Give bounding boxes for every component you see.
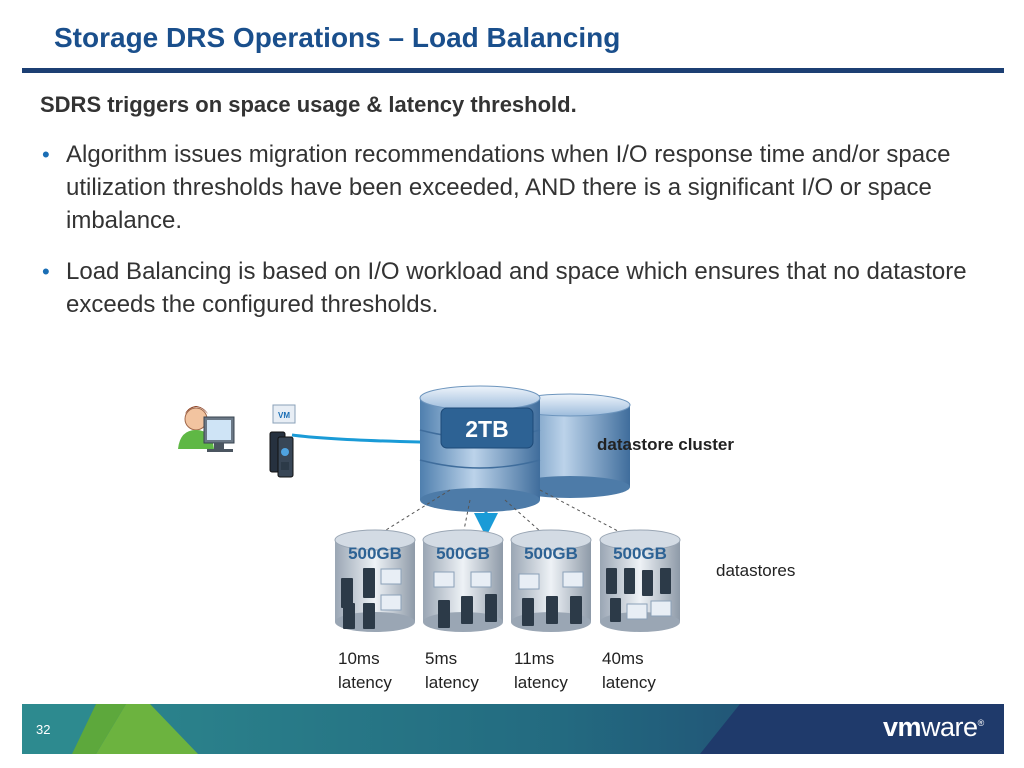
footer-band [22,704,1004,754]
bullet-marker: • [42,259,50,284]
slide-subheading: SDRS triggers on space usage & latency t… [40,92,577,117]
vmware-logo: vmware® [883,712,984,743]
latency-word: latency [338,673,392,692]
latency-value: 5ms [425,649,458,668]
datastore-cluster-icon: 2TB [419,385,631,512]
datastore-disk-2: 500GB [422,529,504,632]
page-number: 32 [36,722,51,737]
datastore-capacity: 500GB [524,544,578,563]
datastore-capacity: 500GB [613,544,667,563]
cluster-capacity: 2TB [465,416,508,442]
latency-value: 40ms [602,649,644,668]
title-divider [22,68,1004,73]
slide-title: Storage DRS Operations – Load Balancing [54,22,621,53]
latency-value: 11ms [514,649,555,668]
bullet-text: Algorithm issues migration recommendatio… [66,141,951,234]
latency-word: latency [514,673,568,692]
datastore-capacity: 500GB [436,544,490,563]
computer-monitor-icon [203,416,235,452]
datastore-disk-4: 500GB [599,529,681,632]
latency-value: 10ms [338,649,380,668]
vm-badge-label: VM [278,411,290,420]
datastore-disk-3: 500GB [510,529,592,632]
datastore-disk-1: 500GB [334,529,416,632]
bullet-text: Load Balancing is based on I/O workload … [66,258,967,318]
datastores-label: datastores [716,561,796,580]
latency-label: 5ms latency [425,647,479,695]
bullet-item: • Load Balancing is based on I/O workloa… [42,255,992,321]
bullet-item: • Algorithm issues migration recommendat… [42,138,992,237]
vm-badge-icon: VM [272,404,296,424]
vm-server-icon [269,431,294,478]
latency-label: 11ms latency [514,647,568,695]
datastore-capacity: 500GB [348,544,402,563]
logo-rest: ware [921,712,978,742]
latency-word: latency [602,673,656,692]
bullet-marker: • [42,142,50,167]
latency-word: latency [425,673,479,692]
logo-mark: ® [977,718,985,728]
latency-label: 40ms latency [602,647,656,695]
cluster-label: datastore cluster [597,435,734,454]
logo-bold: vm [883,712,922,742]
latency-label: 10ms latency [338,647,392,695]
